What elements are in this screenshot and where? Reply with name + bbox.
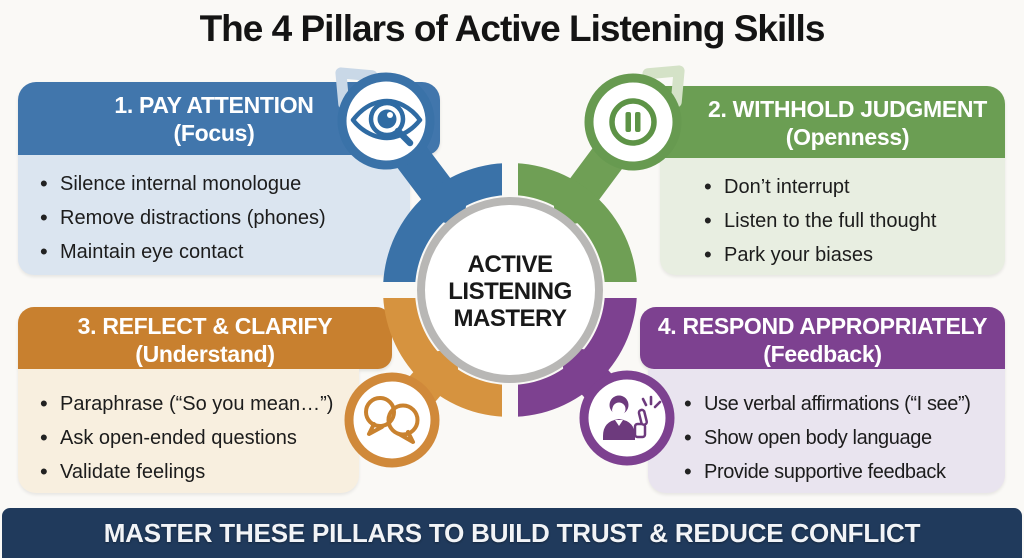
pillar-2-header: 2. WITHHOLD JUDGMENT (Openness): [602, 86, 1005, 158]
connector-purple: [563, 349, 641, 431]
pillar-1-title: 1. PAY ATTENTION: [114, 92, 314, 118]
list-item: Don’t interrupt: [704, 172, 1005, 202]
list-item: Listen to the full thought: [704, 206, 1005, 236]
list-item: Show open body language: [684, 423, 1005, 453]
pillar-3-title: 3. REFLECT & CLARIFY: [77, 313, 333, 339]
pillar-2-subtitle: (Openness): [785, 124, 910, 150]
center-label: ACTIVE LISTENING MASTERY: [425, 251, 595, 332]
pillar-4-subtitle: (Feedback): [763, 341, 882, 367]
pillar-1-body: Silence internal monologue Remove distra…: [18, 155, 410, 275]
list-item: Maintain eye contact: [40, 237, 410, 267]
list-item: Paraphrase (“So you mean…”): [40, 389, 359, 419]
pillar-4-body: Use verbal affirmations (“I see”) Show o…: [648, 369, 1005, 493]
center-word: LISTENING: [448, 278, 572, 305]
pillar-1-header: 1. PAY ATTENTION (Focus): [18, 82, 440, 155]
list-item: Silence internal monologue: [40, 169, 410, 199]
pillar-4-title: 4. RESPOND APPROPRIATELY: [657, 313, 988, 339]
list-item: Park your biases: [704, 240, 1005, 270]
list-item: Provide supportive feedback: [684, 457, 1005, 487]
list-item: Ask open-ended questions: [40, 423, 359, 453]
speech-bubbles-icon: [344, 372, 440, 468]
center-word: ACTIVE: [467, 251, 553, 278]
page-title: The 4 Pillars of Active Listening Skills: [199, 8, 826, 49]
list-item: Use verbal affirmations (“I see”): [684, 389, 1005, 419]
pillar-4-header: 4. RESPOND APPROPRIATELY (Feedback): [640, 307, 1005, 369]
footer-text: MASTER THESE PILLARS TO BUILD TRUST & RE…: [103, 517, 921, 548]
pillar-1-subtitle: (Focus): [173, 120, 255, 146]
pillar-3-header: 3. REFLECT & CLARIFY (Understand): [18, 307, 392, 369]
center-word: MASTERY: [453, 305, 567, 332]
footer-banner: MASTER THESE PILLARS TO BUILD TRUST & RE…: [2, 508, 1022, 558]
list-item: Validate feelings: [40, 457, 359, 487]
connector-orange: [380, 351, 458, 435]
pillar-3-body: Paraphrase (“So you mean…”) Ask open-end…: [18, 369, 359, 493]
list-item: Remove distractions (phones): [40, 203, 410, 233]
pillar-2-title: 2. WITHHOLD JUDGMENT: [708, 96, 987, 122]
pillar-2-body: Don’t interrupt Listen to the full thoug…: [660, 158, 1005, 275]
pillar-3-subtitle: (Understand): [135, 341, 275, 367]
